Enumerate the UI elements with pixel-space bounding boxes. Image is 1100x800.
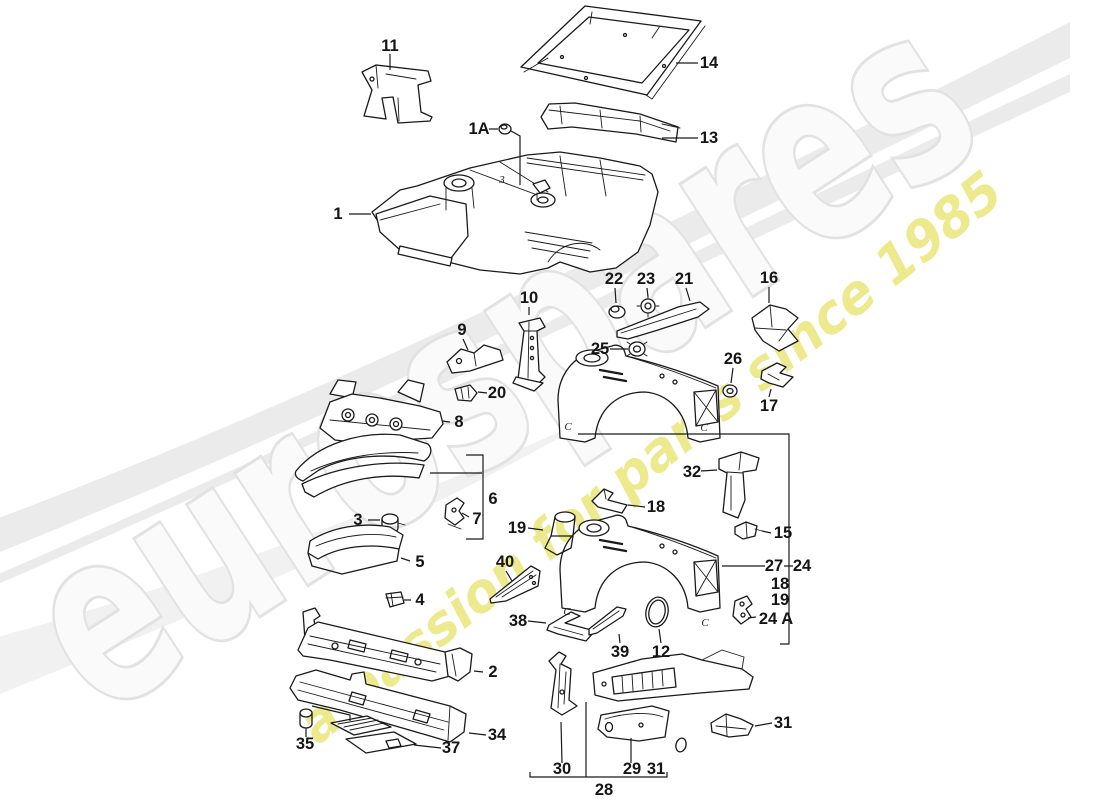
part-32-closing-panel [718, 451, 760, 519]
part-1-body-front-section [371, 151, 659, 275]
part-label-32[interactable]: 32 [683, 463, 701, 481]
drawing-mark: C [563, 606, 571, 618]
part-label-12[interactable]: 12 [652, 643, 670, 661]
background-swoosh [0, 22, 1070, 694]
drawing-mark: C [564, 421, 572, 433]
part-34-sill-panel [289, 669, 467, 743]
part-19-funnel [544, 511, 576, 556]
part-label-5[interactable]: 5 [415, 553, 424, 571]
part-29-closing-panel [597, 705, 670, 742]
part-label-25[interactable]: 25 [591, 340, 609, 358]
part-37-plates [330, 715, 417, 754]
part-label-22[interactable]: 22 [605, 270, 623, 288]
part-28-side-member [592, 649, 754, 702]
part-17-bracket [760, 362, 794, 388]
part-label-34[interactable]: 34 [488, 726, 507, 744]
part-label-31a[interactable]: 31 [647, 760, 665, 778]
part-21-reinforcement-strip [616, 301, 710, 340]
part-6-lid-panel [294, 433, 432, 498]
part-label-1[interactable]: 1 [333, 205, 342, 223]
part-5-tray-panel [307, 524, 404, 575]
part-label-4[interactable]: 4 [415, 591, 425, 609]
part-label-29[interactable]: 29 [623, 760, 641, 778]
part-label-21[interactable]: 21 [675, 270, 693, 288]
part-label-19b[interactable]: 19 [771, 591, 789, 609]
part-15-clip [734, 521, 763, 540]
part-12-cover-plate [645, 596, 669, 628]
part-wheel-housing-lower [559, 514, 721, 613]
part-label-23[interactable]: 23 [637, 270, 655, 288]
part-10-pillar-bracket [512, 317, 546, 392]
part-label-24[interactable]: 24 [793, 557, 812, 575]
watermark-brand: eurospares [0, 0, 1024, 769]
part-31-bracket [710, 713, 754, 738]
part-1a-plug [498, 123, 512, 135]
part-4-clip [385, 591, 405, 608]
part-label-13[interactable]: 13 [700, 129, 718, 147]
group-bracket-28 [529, 702, 668, 778]
part-label-3[interactable]: 3 [353, 511, 362, 529]
part-9-bracket [446, 344, 504, 374]
part-16-bracket [751, 304, 799, 352]
part-13-cowl-panel [540, 102, 681, 143]
part-8-crossmember [319, 379, 444, 444]
part-label-30[interactable]: 30 [553, 760, 571, 778]
part-40-gusset [489, 565, 541, 604]
part-18-bracket [591, 488, 628, 514]
part-label-11[interactable]: 11 [381, 37, 398, 55]
part-label-14[interactable]: 14 [700, 54, 719, 72]
part-label-28[interactable]: 28 [595, 781, 613, 799]
part-14-windshield-frame [520, 5, 706, 100]
part-22-cap [608, 305, 626, 319]
part-label-18b[interactable]: 18 [771, 575, 789, 593]
part-label-1A[interactable]: 1A [468, 120, 489, 138]
part-wheel-housing-upper [557, 344, 721, 443]
part-label-10[interactable]: 10 [520, 289, 538, 307]
part-label-26[interactable]: 26 [724, 350, 742, 368]
part-label-38[interactable]: 38 [509, 612, 527, 630]
part-38-bracket [546, 611, 596, 642]
part-label-24A[interactable]: 24 A [759, 610, 793, 628]
part-label-18[interactable]: 18 [647, 498, 665, 516]
part-label-17[interactable]: 17 [760, 397, 778, 415]
part-label-20[interactable]: 20 [488, 384, 506, 402]
part-label-6[interactable]: 6 [488, 490, 497, 508]
part-2-lock-carrier-panel [297, 607, 473, 682]
part-7-hinge-bracket [444, 497, 465, 530]
drawing-mark: 3 [498, 174, 505, 186]
part-39-stay [588, 606, 627, 636]
part-label-37[interactable]: 37 [442, 739, 460, 757]
group-bracket-24 [578, 433, 790, 645]
part-20-clip [454, 384, 478, 402]
drawing-mark: C [701, 617, 709, 629]
part-31-grommet [675, 737, 687, 753]
part-30-support-bracket [548, 651, 578, 716]
part-label-19[interactable]: 19 [508, 519, 526, 537]
part-label-15[interactable]: 15 [774, 524, 792, 542]
part-label-39[interactable]: 39 [611, 643, 629, 661]
part-label-40[interactable]: 40 [496, 553, 514, 571]
drawing-mark: C [700, 422, 708, 434]
part-label-31b[interactable]: 31 [774, 714, 792, 732]
drawing-marks: C C C C 3 [498, 174, 709, 629]
part-25-grommet [626, 341, 648, 357]
part-11-support [361, 64, 433, 124]
part-label-16[interactable]: 16 [760, 269, 778, 287]
part-label-35[interactable]: 35 [296, 735, 314, 753]
part-26-grommet [722, 384, 738, 398]
group-bracket-6 [466, 454, 484, 540]
part-label-9[interactable]: 9 [457, 321, 466, 339]
part-24a-bracket [732, 595, 753, 625]
part-label-8[interactable]: 8 [454, 413, 463, 431]
leader-lines [305, 54, 793, 778]
part-label-2[interactable]: 2 [488, 663, 497, 681]
part-label-27[interactable]: 27 [765, 557, 783, 575]
part-label-7[interactable]: 7 [472, 510, 481, 528]
